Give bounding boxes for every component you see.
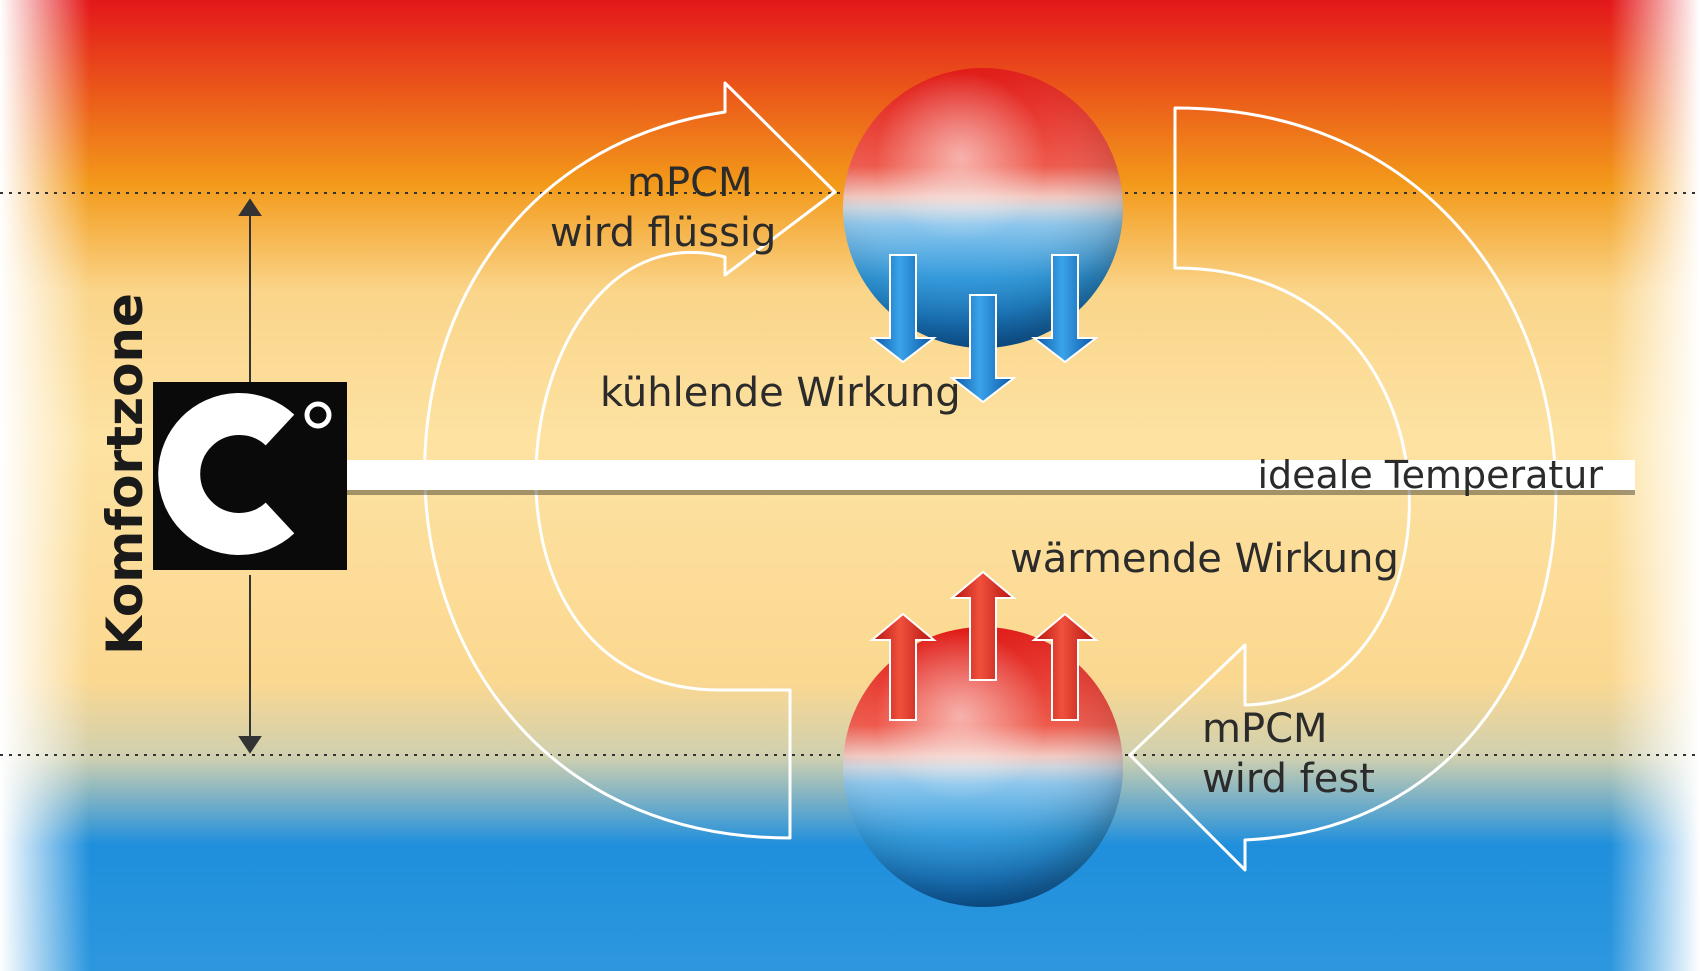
cooling-arrows — [869, 254, 1099, 404]
bottom-phase-label-line1: mPCM — [1202, 706, 1328, 752]
left-fade — [0, 0, 90, 971]
comfort-zone-label: Komfortzone — [96, 293, 154, 655]
cooling-effect-label: kühlende Wirkung — [600, 370, 961, 416]
ideal-temperature-label: ideale Temperatur — [1257, 453, 1603, 497]
warming-effect-label: wärmende Wirkung — [1010, 536, 1399, 582]
warming-arrows — [869, 570, 1099, 721]
flow-arrow-left — [423, 81, 837, 840]
flow-arrow-right — [1128, 106, 1558, 872]
bottom-phase-label-line2: wird fest — [1202, 756, 1375, 802]
celsius-icon — [153, 382, 347, 570]
top-phase-label-line2: wird flüssig — [550, 210, 776, 256]
comfort-zone-range-arrow — [238, 198, 262, 754]
top-phase-label-line1: mPCM — [627, 160, 753, 206]
ideal-temperature-bar — [340, 460, 1635, 490]
